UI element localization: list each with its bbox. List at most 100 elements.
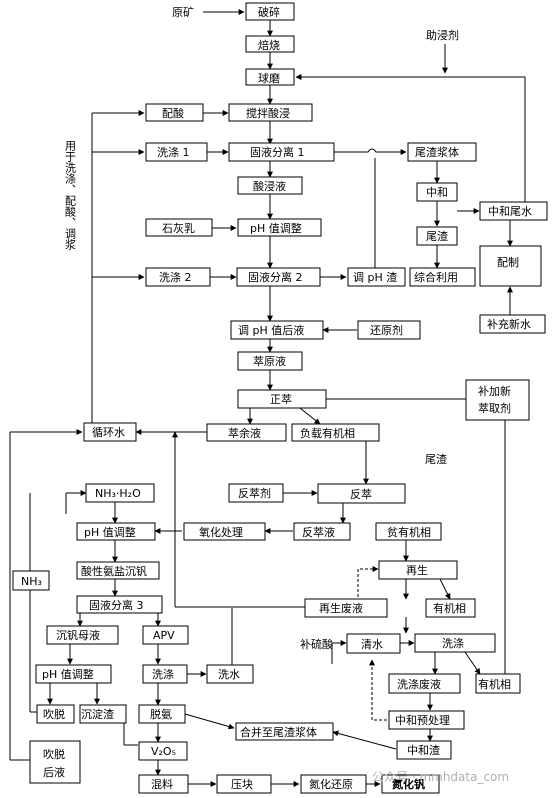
label-washing: 洗涤	[442, 636, 464, 650]
label-ammonium-precip: 酸性氨盐沉钒	[81, 564, 147, 578]
box-ph-adjust2	[76, 522, 156, 541]
box-v2o5	[138, 741, 188, 761]
label-ph-adjust1: pH 值调整	[250, 221, 302, 235]
box-fresh-water	[479, 314, 546, 334]
box-forward-extract	[237, 389, 327, 409]
box-strip-agent	[228, 483, 284, 503]
box-washing	[414, 633, 496, 653]
label-regenerate: 再生	[406, 563, 428, 577]
label-apv: APV	[153, 629, 175, 642]
watermark: 公众号 · mmhdata_com	[372, 770, 509, 784]
box-circ-water	[83, 422, 137, 442]
box-oxidation	[183, 522, 266, 541]
label-mother-liquor: 沉钒母液	[56, 628, 100, 642]
box-wash1	[145, 142, 208, 162]
label-ph-residue: 调 pH 渣	[353, 270, 397, 284]
box-wash-waste	[388, 673, 461, 694]
label-stir-leach: 搅拌酸浸	[246, 106, 290, 120]
label-ore: 原矿	[172, 6, 194, 19]
label-tail-residue1: 尾渣	[426, 229, 448, 243]
box-ph-adjust1	[237, 218, 322, 237]
side-label-text: 用于洗涤、配酸、调浆	[64, 140, 77, 250]
label-comprehensive-use: 综合利用	[414, 270, 458, 284]
label-briquette: 压块	[231, 778, 253, 791]
label-forward-extract: 正萃	[270, 393, 292, 406]
label-lean-organic: 贫有机相	[387, 525, 431, 539]
box-raffinate	[206, 423, 287, 442]
label-regen-waste: 再生废液	[319, 601, 363, 615]
box-apv	[142, 625, 189, 645]
box-crush	[245, 2, 295, 21]
box-neut-tail-water	[479, 201, 548, 221]
label-neutralize: 中和	[426, 186, 448, 199]
label-stripping: 吹脱	[43, 707, 65, 721]
box-wash-water	[206, 664, 254, 684]
box-merge-to-slurry	[235, 722, 334, 741]
box-ball-mill	[245, 68, 295, 86]
label-nitriding: 氮化还原	[309, 777, 353, 791]
label-fresh-water: 补充新水	[487, 317, 531, 331]
box-sep1	[228, 142, 335, 162]
label-sep3: 固液分离 3	[89, 598, 144, 612]
box-add-extractant	[465, 379, 530, 421]
box-lime-milk	[145, 218, 213, 237]
label-neut-tail-water: 中和尾水	[488, 205, 532, 218]
box-strip-liquid	[293, 522, 351, 541]
label-neut-pretreat: 中和预处理	[395, 714, 450, 727]
box-nitriding	[300, 774, 367, 794]
label-circ-water: 循环水	[92, 426, 125, 439]
label-stripped-liquid-2: 后液	[43, 765, 65, 779]
label-deammoniation: 脱氨	[150, 707, 172, 721]
label-precip-residue: 沉淀渣	[81, 707, 114, 721]
label-organic-phase1: 有机相	[433, 601, 466, 615]
box-stir-leach	[228, 103, 313, 122]
label-wash-waste: 洗涤废液	[397, 677, 441, 691]
label-add-extractant-1: 补加新	[478, 384, 511, 398]
label-ph-adjust3: pH 值调整	[42, 667, 94, 681]
label-tail-residue2: 尾渣	[425, 452, 447, 466]
box-raw-extract	[237, 351, 303, 371]
label-lime-milk: 石灰乳	[162, 221, 195, 235]
box-ph-residue	[347, 267, 406, 287]
box-organic-phase2	[475, 673, 521, 694]
box-wash2	[145, 267, 211, 287]
label-wash1: 洗涤 1	[157, 145, 190, 159]
label-strip: 反萃	[350, 488, 372, 501]
label-raffinate: 萃余液	[228, 426, 261, 440]
box-clean-water	[346, 633, 401, 654]
box-stripping	[36, 704, 75, 724]
label-sep1: 固液分离 1	[250, 145, 305, 159]
label-reductant: 还原剂	[370, 323, 403, 337]
box-adjusted-liquid	[230, 320, 324, 340]
label-neut-residue: 中和渣	[407, 743, 440, 757]
box-tail-residue1	[416, 226, 458, 246]
label-loaded-organic: 负载有机相	[300, 426, 355, 440]
box-acid-mix	[145, 103, 204, 122]
label-acid-mix: 配酸	[162, 106, 184, 120]
box-strip	[317, 483, 406, 504]
label-roast: 焙烧	[258, 38, 280, 52]
label-nh3: NH₃	[21, 575, 42, 588]
label-sep2: 固液分离 2	[248, 270, 303, 284]
box-comprehensive-use	[409, 267, 476, 287]
box-neut-pretreat	[388, 710, 465, 730]
label-vanadium-nitride: 氮化钒	[392, 777, 425, 791]
label-stripped-liquid-1: 吹脱	[43, 747, 65, 761]
label-add-sulfuric: 补硫酸	[300, 637, 333, 651]
label-add-extractant-2: 萃取剂	[478, 401, 511, 415]
label-merge-to-slurry: 合并至尾渣浆体	[240, 725, 317, 739]
flow-boxes: 原矿 破碎 焙烧 助浸剂 球磨 配酸 搅拌酸浸 洗涤 1 固液分离 1 尾渣浆体…	[12, 2, 548, 794]
label-wash-apv: 洗涤	[152, 667, 174, 681]
side-label: 用于洗涤、配酸、调浆	[64, 140, 77, 250]
box-precip-residue	[79, 704, 127, 724]
box-sep2	[236, 267, 321, 287]
box-mixing	[138, 774, 189, 794]
box-briquette	[216, 774, 272, 794]
box-ammonium-precip	[76, 561, 160, 580]
box-ph-adjust3	[35, 664, 112, 684]
box-acid-leachate	[237, 176, 303, 195]
box-nh3h2o	[85, 483, 155, 503]
box-nh3	[12, 570, 50, 591]
label-tail-slurry: 尾渣浆体	[415, 145, 459, 159]
